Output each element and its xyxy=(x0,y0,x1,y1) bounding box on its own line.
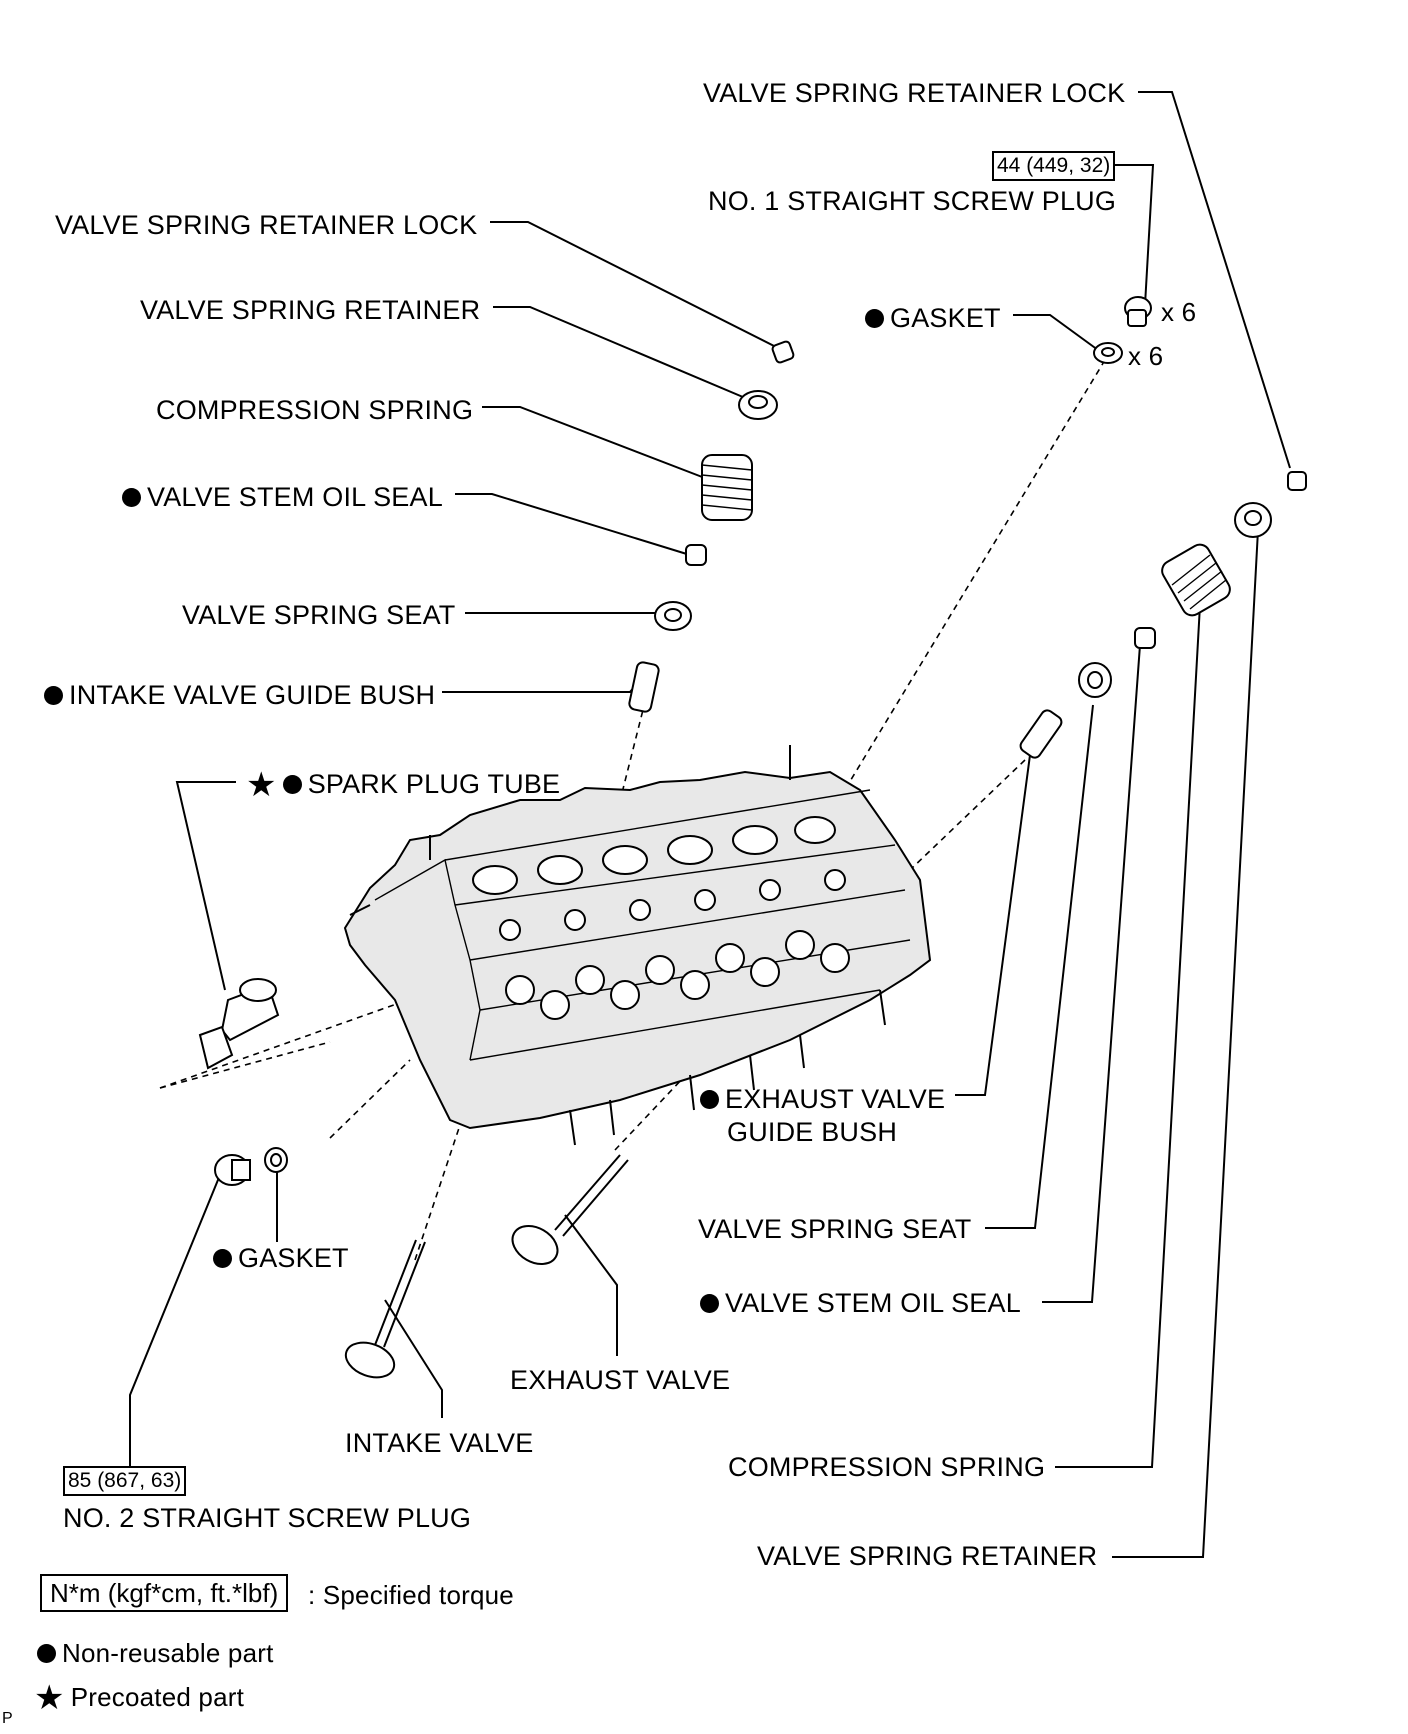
precoated-star-icon: ★ xyxy=(34,1679,65,1717)
label-no1-straight-screw-plug: NO. 1 STRAIGHT SCREW PLUG xyxy=(708,186,1117,216)
label-valve-spring-seat-exhaust: VALVE SPRING SEAT xyxy=(698,1214,972,1244)
legend-torque-text: : Specified torque xyxy=(308,1580,514,1610)
label-compression-spring-exhaust: COMPRESSION SPRING xyxy=(728,1452,1046,1482)
label-spark-plug-tube: ★SPARK PLUG TUBE xyxy=(246,766,561,804)
non-reusable-marker xyxy=(122,488,141,507)
non-reusable-marker xyxy=(700,1294,719,1313)
figure-code: P xyxy=(2,1710,13,1727)
quantity-gasket-1: x 6 xyxy=(1128,341,1164,371)
non-reusable-marker xyxy=(282,775,302,794)
gasket-1-part xyxy=(1093,342,1123,364)
quantity-screw-plug-1: x 6 xyxy=(1161,297,1197,327)
torque-box-screw-plug-1: 44 (449, 32) xyxy=(992,151,1116,181)
label-valve-spring-retainer-intake: VALVE SPRING RETAINER xyxy=(140,295,481,325)
screw-plug-2-part xyxy=(214,1154,251,1186)
label-valve-spring-retainer-lock-exhaust: VALVE SPRING RETAINER LOCK xyxy=(703,78,1126,108)
guide-bush-intake xyxy=(628,661,660,713)
label-intake-valve-guide-bush: INTAKE VALVE GUIDE BUSH xyxy=(44,680,435,710)
torque-box-screw-plug-2: 85 (867, 63) xyxy=(63,1466,187,1496)
valve-bores xyxy=(499,869,850,1020)
cylinder-head xyxy=(343,745,932,1146)
parts xyxy=(198,296,1307,1379)
label-no2-straight-screw-plug: NO. 2 STRAIGHT SCREW PLUG xyxy=(63,1503,472,1533)
oil-seal-intake xyxy=(685,544,707,566)
non-reusable-marker xyxy=(700,1090,719,1109)
guide-bush-exhaust xyxy=(1019,709,1063,759)
label-valve-stem-oil-seal-intake: VALVE STEM OIL SEAL xyxy=(122,482,443,512)
leader-lines xyxy=(129,91,1291,1558)
gasket-2-part xyxy=(264,1147,288,1173)
label-valve-stem-oil-seal-exhaust: VALVE STEM OIL SEAL xyxy=(700,1288,1021,1318)
precoated-star-icon: ★ xyxy=(246,766,277,804)
label-exhaust-valve: EXHAUST VALVE xyxy=(510,1365,731,1395)
label-valve-spring-retainer-lock-intake: VALVE SPRING RETAINER LOCK xyxy=(55,210,478,240)
spark-plug-tube-part xyxy=(198,978,280,1070)
retainer-intake xyxy=(738,390,778,420)
label-compression-spring-intake: COMPRESSION SPRING xyxy=(156,395,474,425)
non-reusable-marker xyxy=(44,686,63,705)
legend-torque-box: N*m (kgf*cm, ft.*lbf) xyxy=(40,1574,289,1612)
non-reusable-marker xyxy=(213,1249,232,1268)
retainer-exhaust xyxy=(1234,502,1272,538)
label-intake-valve: INTAKE VALVE xyxy=(345,1428,534,1458)
cam-journals xyxy=(472,816,836,895)
oil-seal-exhaust xyxy=(1134,627,1156,649)
retainer-lock-intake xyxy=(771,340,795,364)
label-gasket-1: GASKET xyxy=(865,303,1001,333)
label-gasket-2: GASKET xyxy=(213,1243,349,1273)
intake-valve-part xyxy=(344,1239,426,1379)
exhaust-valve-part xyxy=(511,1154,629,1265)
spring-seat-exhaust xyxy=(1078,662,1112,698)
studs xyxy=(349,745,886,1146)
label-valve-spring-seat-intake: VALVE SPRING SEAT xyxy=(182,600,456,630)
legend-non-reusable: Non-reusable part xyxy=(37,1638,274,1668)
legend-precoated: ★Precoated part xyxy=(34,1679,245,1717)
non-reusable-marker xyxy=(37,1644,56,1663)
spring-exhaust xyxy=(1161,543,1231,617)
spring-intake xyxy=(701,454,753,521)
spring-seat-intake xyxy=(654,601,692,631)
label-valve-spring-retainer-exhaust: VALVE SPRING RETAINER xyxy=(757,1541,1098,1571)
non-reusable-marker xyxy=(865,309,884,328)
retainer-lock-exhaust xyxy=(1287,471,1307,491)
screw-plug-1-part xyxy=(1124,296,1152,327)
